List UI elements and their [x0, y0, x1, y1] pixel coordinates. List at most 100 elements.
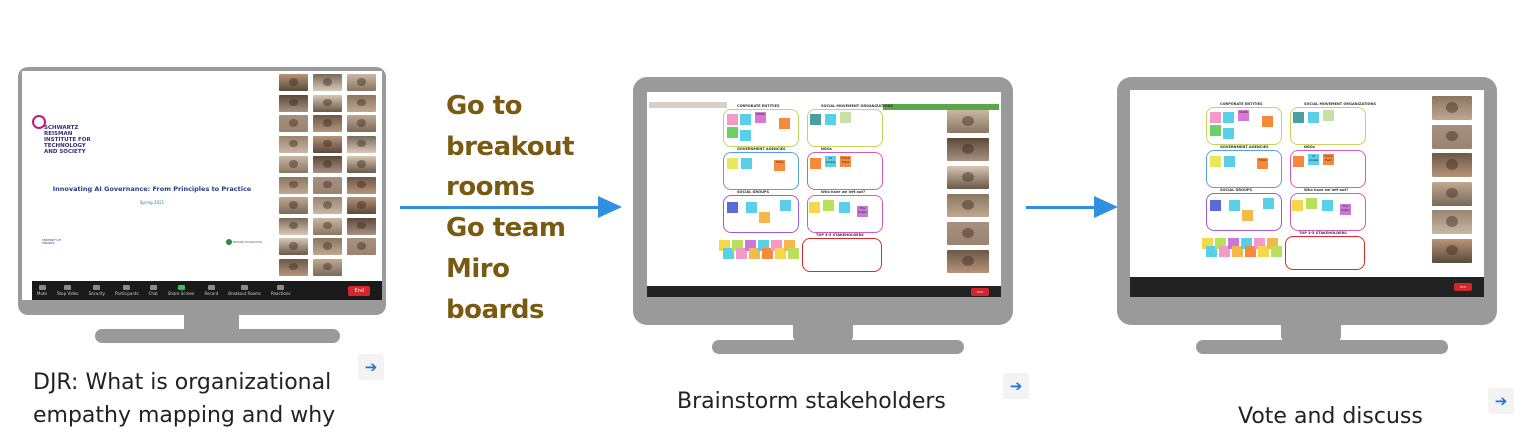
- sticky-note[interactable]: [1224, 156, 1235, 167]
- sticky-note[interactable]: [736, 248, 747, 259]
- sticky-note[interactable]: [823, 200, 834, 211]
- sticky-note[interactable]: [1210, 156, 1221, 167]
- sticky-note[interactable]: [1271, 246, 1282, 257]
- sticky-note[interactable]: The Public: [1340, 204, 1351, 215]
- board-section[interactable]: [807, 195, 883, 233]
- sticky-note[interactable]: [1210, 112, 1221, 123]
- participant-video: [313, 238, 342, 255]
- reactions-icon: [277, 285, 285, 290]
- sticky-note[interactable]: [784, 240, 795, 251]
- board-section[interactable]: [802, 238, 882, 272]
- end-button[interactable]: End: [971, 287, 989, 296]
- sticky-note[interactable]: [1232, 246, 1243, 257]
- sticky-note[interactable]: [1258, 246, 1269, 257]
- sticky-note[interactable]: [1210, 125, 1221, 136]
- toolbar-stop-video-button[interactable]: Stop Video: [57, 285, 79, 296]
- sticky-note[interactable]: [746, 202, 757, 213]
- toolbar-breakout-rooms-button[interactable]: Breakout Rooms: [228, 285, 261, 296]
- sticky-note[interactable]: [1215, 238, 1226, 249]
- toolbar-record-button[interactable]: Record: [204, 285, 218, 296]
- sticky-note[interactable]: [1219, 246, 1230, 257]
- participant-video: [347, 217, 376, 235]
- sticky-note[interactable]: [810, 158, 821, 169]
- sticky-note[interactable]: [759, 212, 770, 223]
- sticky-note[interactable]: STAG: [774, 160, 785, 171]
- board-section[interactable]: [1290, 193, 1366, 231]
- sticky-note[interactable]: [839, 202, 850, 213]
- sticky-note[interactable]: STAG: [1257, 158, 1268, 169]
- sticky-note[interactable]: [810, 114, 821, 125]
- sticky-note[interactable]: [1293, 156, 1304, 167]
- sticky-note[interactable]: [825, 114, 836, 125]
- sticky-note[interactable]: [745, 240, 756, 251]
- sticky-note[interactable]: [1293, 112, 1304, 123]
- board-section-label: CORPORATE ENTITIES: [737, 104, 780, 108]
- sticky-note[interactable]: Frank Field: [1323, 154, 1334, 165]
- sticky-note[interactable]: [1229, 200, 1240, 211]
- sticky-note[interactable]: [1241, 238, 1252, 249]
- sticky-note[interactable]: [727, 114, 738, 125]
- participant-video: [947, 138, 989, 161]
- sticky-note[interactable]: [809, 202, 820, 213]
- sticky-note[interactable]: [780, 200, 791, 211]
- participant-gallery: [279, 74, 379, 280]
- sticky-note[interactable]: [775, 248, 786, 259]
- sticky-note[interactable]: [1322, 200, 1333, 211]
- sticky-note[interactable]: [740, 130, 751, 141]
- monitor-1-neck: [184, 315, 239, 331]
- sticky-note[interactable]: [779, 118, 790, 129]
- toolbar-participants-button[interactable]: Participants: [115, 285, 139, 296]
- end-button[interactable]: End: [348, 285, 370, 296]
- participant-video: [947, 250, 989, 273]
- toolbar-chat-button[interactable]: Chat: [149, 285, 158, 296]
- sticky-note[interactable]: [1292, 200, 1303, 211]
- sticky-note[interactable]: The Public: [857, 206, 868, 217]
- sticky-note[interactable]: [1245, 246, 1256, 257]
- sticky-note[interactable]: [723, 248, 734, 259]
- board-section[interactable]: [1285, 236, 1365, 270]
- toolbar-security-button[interactable]: Security: [89, 285, 105, 296]
- sticky-note[interactable]: [741, 158, 752, 169]
- sticky-note[interactable]: [727, 158, 738, 169]
- sticky-note[interactable]: [762, 248, 773, 259]
- toolbar-mute-button[interactable]: Mute: [37, 285, 47, 296]
- sticky-note[interactable]: [1306, 198, 1317, 209]
- sticky-note[interactable]: [1206, 246, 1217, 257]
- sticky-note[interactable]: [1323, 110, 1334, 121]
- sticky-note[interactable]: [719, 240, 730, 251]
- open-link-icon[interactable]: ➔: [358, 354, 384, 380]
- sticky-note[interactable]: [1210, 200, 1221, 211]
- sticky-note[interactable]: [1308, 112, 1319, 123]
- sticky-note[interactable]: [788, 248, 799, 259]
- toolbar-reactions-button[interactable]: Reactions: [271, 285, 290, 296]
- sticky-note[interactable]: [732, 240, 743, 251]
- sticky-note[interactable]: [1223, 112, 1234, 123]
- sticky-note[interactable]: [727, 127, 738, 138]
- board-section[interactable]: [723, 152, 799, 190]
- sticky-note[interactable]: [1254, 238, 1265, 249]
- toolbar-share-screen-button[interactable]: Share Screen: [168, 285, 194, 296]
- open-link-icon[interactable]: ➔: [1488, 388, 1514, 414]
- sticky-note[interactable]: [1262, 116, 1273, 127]
- sticky-note[interactable]: [840, 112, 851, 123]
- sticky-note[interactable]: [740, 114, 751, 125]
- sticky-note[interactable]: [1228, 238, 1239, 249]
- open-link-icon[interactable]: ➔: [1003, 373, 1029, 399]
- sticky-note[interactable]: MaRS: [1238, 110, 1249, 121]
- end-button[interactable]: End: [1454, 283, 1472, 291]
- sticky-note[interactable]: MaRS: [755, 112, 766, 123]
- sticky-note[interactable]: [771, 240, 782, 251]
- sticky-note[interactable]: [1223, 128, 1234, 139]
- sticky-note[interactable]: [1242, 210, 1253, 221]
- sticky-note[interactable]: AI Global: [1308, 154, 1319, 165]
- sticky-note[interactable]: Frank Field: [840, 156, 851, 167]
- sticky-note[interactable]: [758, 240, 769, 251]
- sticky-note[interactable]: [1202, 238, 1213, 249]
- participant-video: [347, 115, 376, 132]
- sticky-note[interactable]: AI Global: [825, 156, 836, 167]
- sticky-note[interactable]: [1267, 238, 1278, 249]
- sticky-note[interactable]: [1263, 198, 1274, 209]
- sticky-note[interactable]: [727, 202, 738, 213]
- participant-video: [947, 222, 989, 245]
- sticky-note[interactable]: [749, 248, 760, 259]
